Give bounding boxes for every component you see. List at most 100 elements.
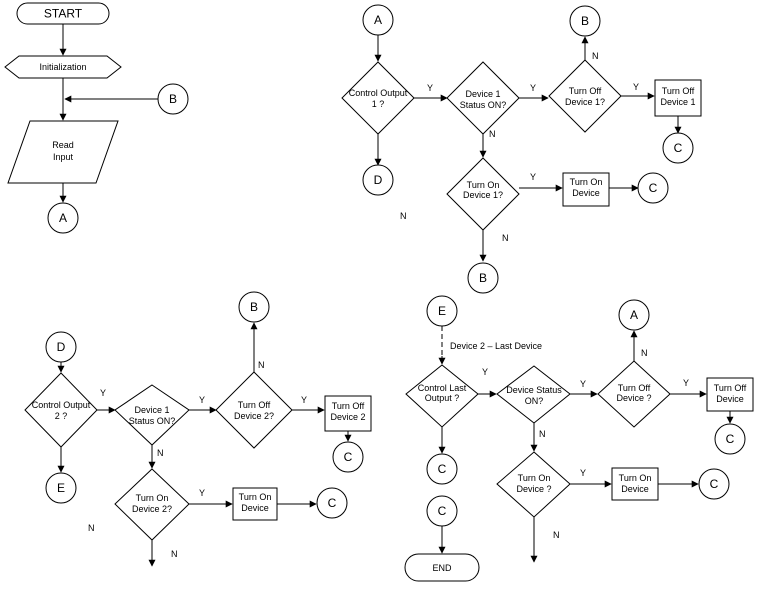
flow3-turnon-label-2: Device 2? [132,504,172,514]
flow2-decision-turn-off [548,59,622,133]
flow4-connector-c-off-label: C [726,432,735,446]
flow3-label-y3: Y [301,395,307,405]
flow3-group: D Control Output 2 ? Y E Device 1 Status… [24,291,372,567]
flow2-group: A Control Output 1 ? Y D Device 1 Status… [341,4,702,294]
flow4-process-on-label-2: Device [621,484,649,494]
flow4-label-y2: Y [580,379,586,389]
flow2-connector-a-label: A [374,13,382,27]
flow1-init-preparation [4,55,122,79]
flow3-label-y1: Y [100,388,106,398]
flow3-process-turn-off [324,395,372,432]
flow4-end-terminal [404,553,480,582]
flow4-connector-c-off [714,423,746,455]
flow2-process-off-label-1: Turn Off [662,86,695,96]
flow4-process-off-label-2: Device [716,394,744,404]
flow2-status-label-1: Device 1 [465,89,500,99]
flow1-read-label-1: Read [52,140,74,150]
flow4-label-y4: Y [580,468,586,478]
flow2-connector-b-top [569,5,601,37]
flow2-control-label-2: 1 ? [372,99,385,109]
flow4-group: E Device 2 – Last Device Control Last Ou… [404,295,754,582]
flow1-connector-a [47,202,79,234]
flow2-label-n2: N [489,129,496,139]
flow2-turnoff-label-1: Turn Off [569,86,602,96]
flow3-process-on-label-2: Device [241,503,269,513]
flow2-label-y2: Y [530,83,536,93]
flow4-connector-c-on-label: C [710,477,719,491]
flow1-group: START Initialization B Read Input A [4,2,189,234]
flow3-status-label-1: Device 1 [134,405,169,415]
flow4-control-label-1: Control Last [418,383,467,393]
flow2-decision-control-output [341,61,415,135]
flow4-status-label-1: Device Status [506,385,562,395]
flow1-connector-b-label: B [169,92,177,106]
flow3-control-label-2: 2 ? [55,411,68,421]
flow4-label-y1: Y [482,367,488,377]
flow1-read-label-2: Input [53,152,74,162]
flow3-decision-turn-off [215,371,293,449]
flow2-process-off-label-2: Device 1 [660,97,695,107]
flow4-turnoff-label-2: Device ? [616,393,651,403]
flow4-label-n2: N [539,429,546,439]
flow4-end-label: END [432,563,452,573]
flow3-decision-status-on [114,384,190,446]
flow2-label-n3: N [400,211,407,221]
flow2-connector-d [362,164,394,196]
flow2-label-n1: N [592,51,599,61]
flow4-process-on-label-1: Turn On [619,473,652,483]
flow4-label-n1: N [641,348,648,358]
flow2-turnoff-label-2: Device 1? [565,97,605,107]
flow3-process-off-label-1: Turn Off [332,401,365,411]
flow2-process-turn-on [562,172,610,207]
flow4-turnon-label-2: Device ? [516,484,551,494]
flow3-turnon-label-1: Turn On [136,493,169,503]
flow2-label-y3: Y [633,82,639,92]
flow3-label-y2: Y [199,395,205,405]
flow2-label-y4: Y [530,172,536,182]
flow3-connector-b-label: B [250,300,258,314]
flow3-decision-control-output [24,372,98,448]
flow4-status-label-2: ON? [525,396,544,406]
flow3-label-n2: N [157,448,164,458]
flow4-turnoff-label-1: Turn Off [618,383,651,393]
flow3-label-y4: Y [199,488,205,498]
flow4-connector-c-end-label: C [438,504,447,518]
flow4-connector-a [618,299,650,331]
flow4-control-label-2: Output ? [425,393,460,403]
flow4-process-turn-on [611,467,659,501]
flow3-connector-c-off [332,441,364,473]
flow1-connector-a-label: A [59,211,67,225]
flow4-process-turn-off [706,377,754,412]
flow3-label-n3: N [88,523,95,533]
flow4-connector-a-label: A [630,308,638,322]
flow2-process-on-label-1: Turn On [570,177,603,187]
flow4-connector-e-label: E [438,304,446,318]
flow4-turnon-label-1: Turn On [518,473,551,483]
flow3-control-label-1: Control Output [32,400,91,410]
flow3-connector-c-on-label: C [328,496,337,510]
flow3-connector-b [238,291,270,323]
flow2-connector-c-off-label: C [674,141,683,155]
flow2-control-label-1: Control Output [349,88,408,98]
flow2-connector-b-bottom [467,262,499,294]
flow4-decision-turn-off [597,360,671,428]
flow3-process-off-label-2: Device 2 [330,412,365,422]
flow2-status-label-2: Status ON? [460,100,507,110]
flow1-connector-b [157,83,189,115]
flow1-start-label: START [44,7,83,21]
flow3-turnoff-label-2: Device 2? [234,411,274,421]
flow1-init-label: Initialization [39,62,86,72]
flow4-label-y3: Y [683,378,689,388]
flow4-connector-c-on [698,468,730,500]
flow2-label-n4: N [502,233,509,243]
flow2-turnon-label-1: Turn On [467,180,500,190]
flow3-connector-d-label: D [57,340,66,354]
flow4-process-off-label-1: Turn Off [714,383,747,393]
flow2-process-on-label-2: Device [572,188,600,198]
flow4-label-n3: N [553,530,560,540]
flow2-process-turn-off [654,79,702,117]
flow2-label-y1: Y [427,83,433,93]
flow4-annotation: Device 2 – Last Device [450,341,542,351]
